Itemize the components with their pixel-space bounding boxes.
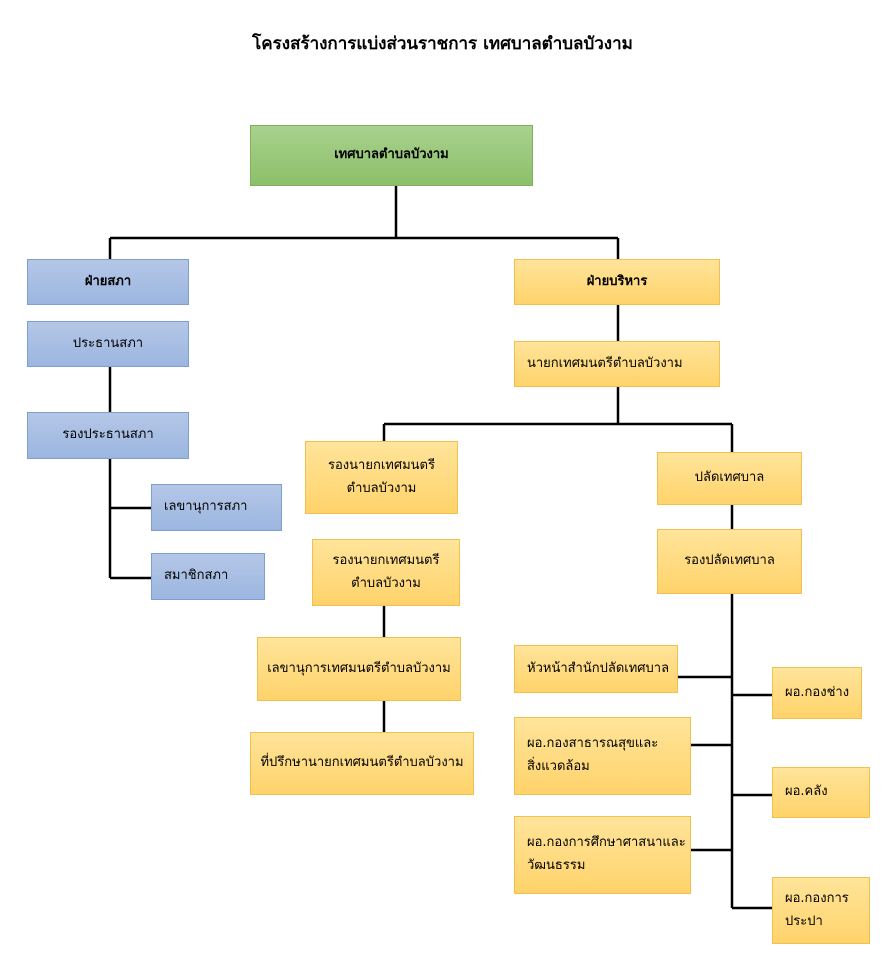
node-deputy-mayor-1: รองนายกเทศมนตรี ตำบลบัวงาม <box>305 441 458 514</box>
node-clerk: ปลัดเทศบาล <box>657 452 802 505</box>
node-public-health-line-2: สิ่งแวดล้อม <box>527 759 590 774</box>
node-education-line-2: วัฒนธรรม <box>527 858 586 873</box>
node-office-head-label: หัวหน้าสำนักปลัดเทศบาล <box>527 660 670 676</box>
node-council-secretary: เลขานุการสภา <box>151 484 282 531</box>
node-mayor-secretary: เลขานุการเทศมนตรีตำบลบัวงาม <box>257 637 461 701</box>
node-clerk-label: ปลัดเทศบาล <box>694 470 765 486</box>
node-engineering: ผอ.กองช่าง <box>772 667 862 719</box>
node-deputy-mayor-1-line-1: รองนายกเทศมนตรี <box>328 457 435 473</box>
node-council-secretary-label: เลขานุการสภา <box>164 499 248 515</box>
node-mayor: นายกเทศมนตรีตำบลบัวงาม <box>514 341 720 387</box>
node-executive: ฝ่ายบริหาร <box>514 259 720 305</box>
node-root-label: เทศบาลตำบลบัวงาม <box>334 147 449 163</box>
node-mayor-label: นายกเทศมนตรีตำบลบัวงาม <box>527 355 683 371</box>
node-education: ผอ.กองการศึกษาศาสนาและ วัฒนธรรม <box>514 816 691 894</box>
node-council-president: ประธานสภา <box>27 321 189 367</box>
node-public-health: ผอ.กองสาธารณสุขและ สิ่งแวดล้อม <box>514 717 691 795</box>
node-engineering-label: ผอ.กองช่าง <box>785 684 850 700</box>
node-deputy-mayor-2-line-2: ตำบลบัวงาม <box>351 575 421 591</box>
node-treasury: ผอ.คลัง <box>772 767 870 818</box>
node-mayor-secretary-label: เลขานุการเทศมนตรีตำบลบัวงาม <box>267 660 451 676</box>
node-public-health-line-1: ผอ.กองสาธารณสุขและ <box>527 736 659 752</box>
node-deputy-clerk-label: รองปลัดเทศบาล <box>684 553 775 569</box>
node-office-head: หัวหน้าสำนักปลัดเทศบาล <box>514 645 678 693</box>
node-treasury-label: ผอ.คลัง <box>785 784 828 800</box>
node-council-vice-president-label: รองประธานสภา <box>62 427 154 443</box>
node-water-supply-line-2: ประปา <box>785 913 823 929</box>
node-water-supply-line-1: ผอ.กองการ <box>785 890 849 906</box>
node-mayor-advisor-label: ที่ปรึกษานายกเทศมนตรีตำบลบัวงาม <box>260 755 464 771</box>
node-council-label: ฝ่ายสภา <box>84 273 132 289</box>
node-council: ฝ่ายสภา <box>27 259 189 305</box>
node-executive-label: ฝ่ายบริหาร <box>586 273 648 289</box>
node-education-line-1: ผอ.กองการศึกษาศาสนาและ <box>527 835 686 851</box>
node-deputy-clerk: รองปลัดเทศบาล <box>657 529 802 594</box>
node-council-members: สมาชิกสภา <box>151 553 265 600</box>
node-council-vice-president: รองประธานสภา <box>27 412 189 459</box>
node-council-members-label: สมาชิกสภา <box>164 568 229 584</box>
page-title: โครงสร้างการแบ่งส่วนราชการ เทศบาลตำบลบัว… <box>252 34 633 54</box>
node-water-supply: ผอ.กองการ ประปา <box>772 877 870 944</box>
node-root: เทศบาลตำบลบัวงาม <box>250 125 533 186</box>
node-mayor-advisor: ที่ปรึกษานายกเทศมนตรีตำบลบัวงาม <box>250 732 474 795</box>
node-deputy-mayor-2-line-1: รองนายกเทศมนตรี <box>332 552 440 568</box>
node-deputy-mayor-1-line-2: ตำบลบัวงาม <box>346 480 417 496</box>
node-deputy-mayor-2: รองนายกเทศมนตรี ตำบลบัวงาม <box>312 539 460 606</box>
node-council-president-label: ประธานสภา <box>72 335 144 351</box>
